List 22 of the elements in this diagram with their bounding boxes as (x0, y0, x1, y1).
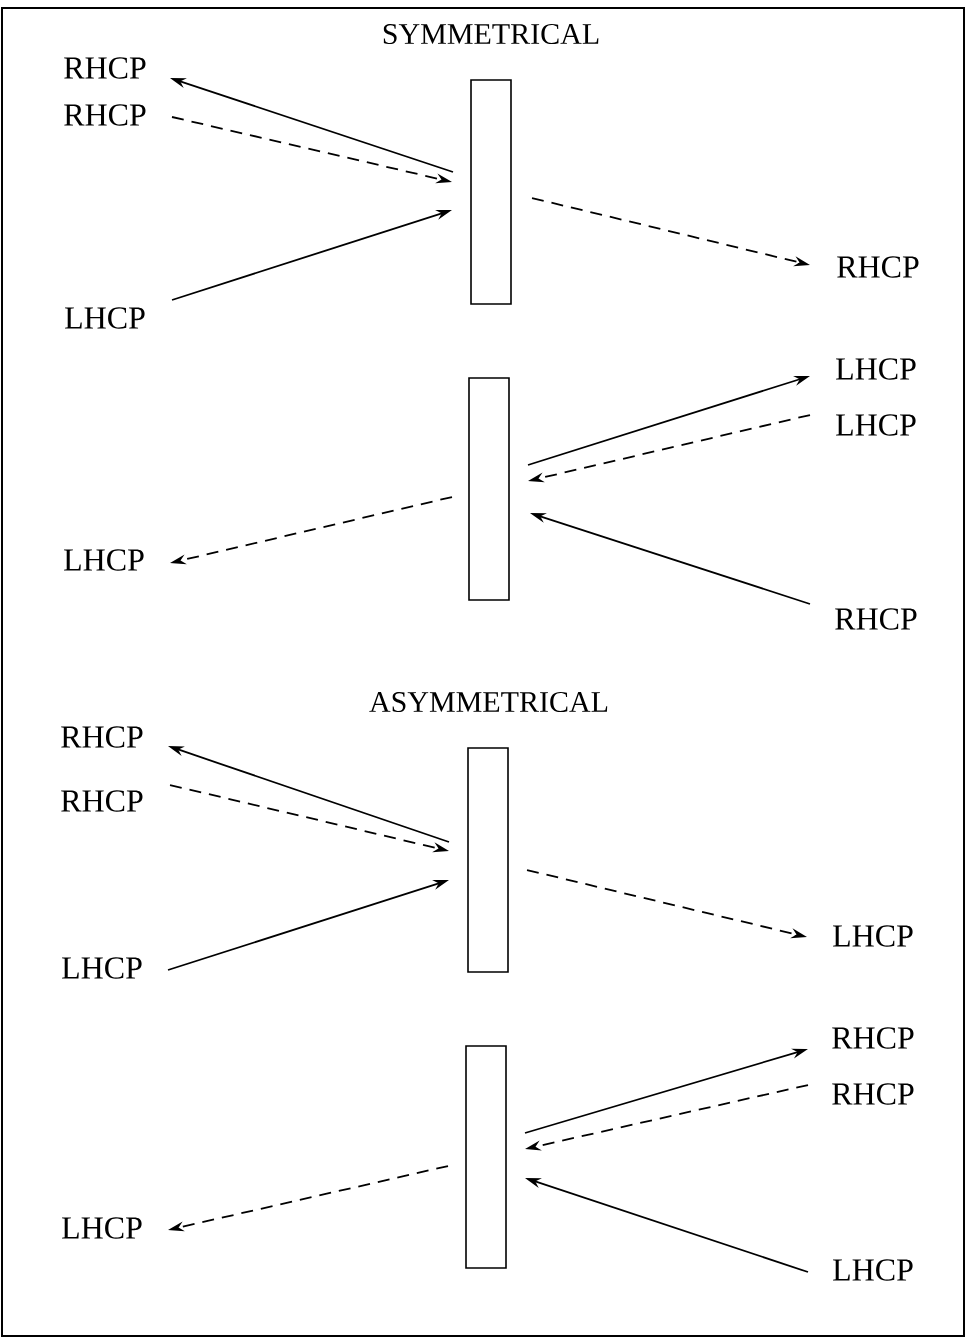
polarization-label: LHCP (836, 358, 916, 380)
polarization-label: LHCP (62, 957, 142, 979)
polarization-label: RHCP (835, 608, 917, 630)
polarization-label: RHCP (64, 104, 146, 126)
polarization-label: RHCP (832, 1083, 914, 1105)
surface-box (470, 79, 512, 305)
polarization-label: LHCP (833, 1259, 913, 1281)
polarization-label: LHCP (64, 549, 144, 571)
section-title: ASYMMETRICAL (369, 691, 608, 713)
polarization-label: LHCP (836, 414, 916, 436)
polarization-label: RHCP (837, 256, 919, 278)
polarization-label: LHCP (62, 1217, 142, 1239)
polarization-label: LHCP (833, 925, 913, 947)
polarization-label: RHCP (61, 790, 143, 812)
polarization-label: RHCP (832, 1027, 914, 1049)
polarization-label: RHCP (64, 57, 146, 79)
surface-box (467, 747, 509, 973)
section-title: SYMMETRICAL (383, 23, 599, 45)
polarization-label: LHCP (65, 307, 145, 329)
surface-box (465, 1045, 507, 1269)
surface-box (468, 377, 510, 601)
polarization-label: RHCP (61, 726, 143, 748)
